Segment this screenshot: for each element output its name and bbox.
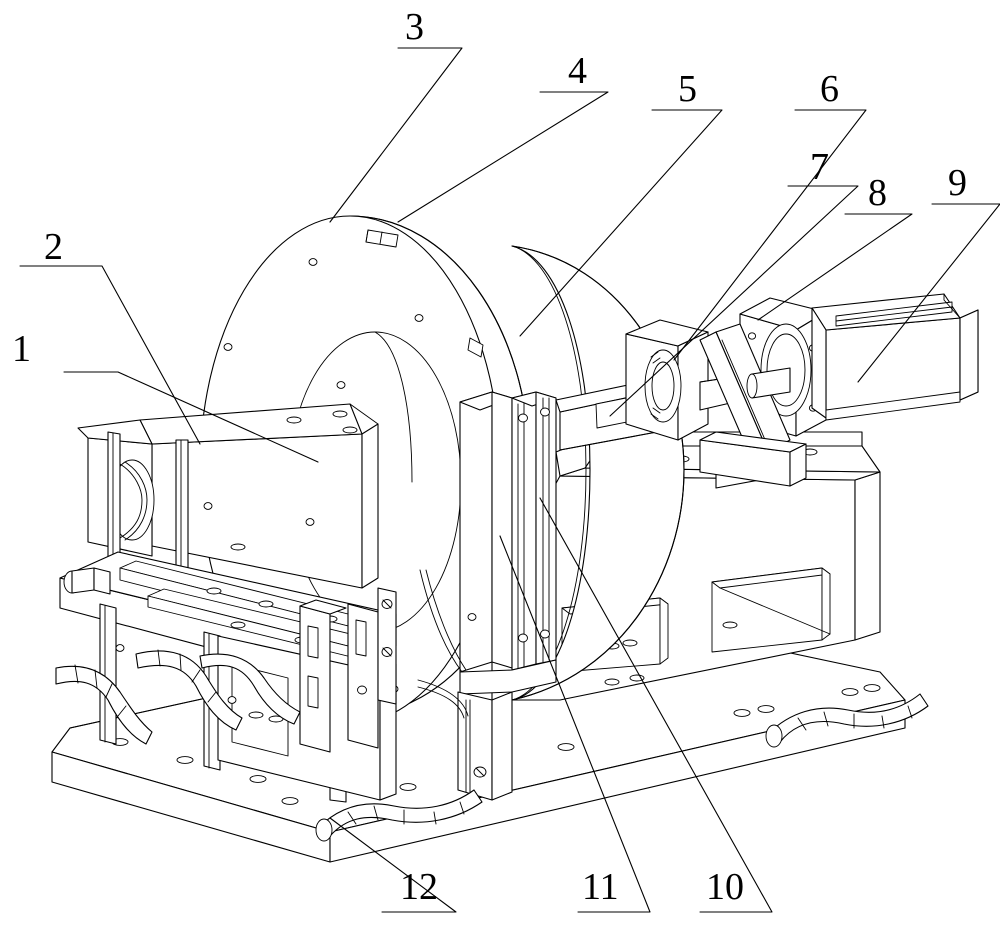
cable-conduits	[55, 569, 929, 842]
vertical-rail-column	[457, 391, 557, 801]
reference-number-7: 7	[810, 146, 829, 188]
leader-line-12	[329, 817, 457, 913]
leader-line-5	[519, 109, 723, 337]
reference-number-4: 4	[568, 50, 587, 92]
leader-line-3	[329, 47, 463, 223]
reference-number-9: 9	[948, 162, 967, 204]
leader-line-4	[397, 91, 609, 223]
leader-line-8	[757, 213, 913, 321]
reference-number-8: 8	[868, 172, 887, 214]
reference-number-11: 11	[582, 866, 619, 908]
leader-line-6	[673, 109, 867, 361]
leader-lines	[19, 47, 1000, 913]
reference-number-3: 3	[405, 6, 424, 48]
leader-line-11	[499, 535, 651, 913]
reference-number-6: 6	[820, 68, 839, 110]
leader-line-1	[63, 371, 319, 463]
reference-number-5: 5	[678, 68, 697, 110]
reference-number-2: 2	[44, 226, 63, 268]
leader-line-9	[857, 203, 1000, 383]
reference-number-10: 10	[706, 866, 744, 908]
leader-line-7	[609, 185, 859, 417]
servo-motor	[811, 293, 979, 421]
reference-number-12: 12	[400, 866, 438, 908]
bearing-motor-flange	[699, 297, 827, 487]
reference-number-1: 1	[12, 328, 31, 370]
leader-line-10	[539, 497, 773, 913]
left-support-legs	[99, 587, 397, 803]
leader-line-2	[19, 265, 201, 445]
left-housing-assembly	[77, 403, 379, 589]
